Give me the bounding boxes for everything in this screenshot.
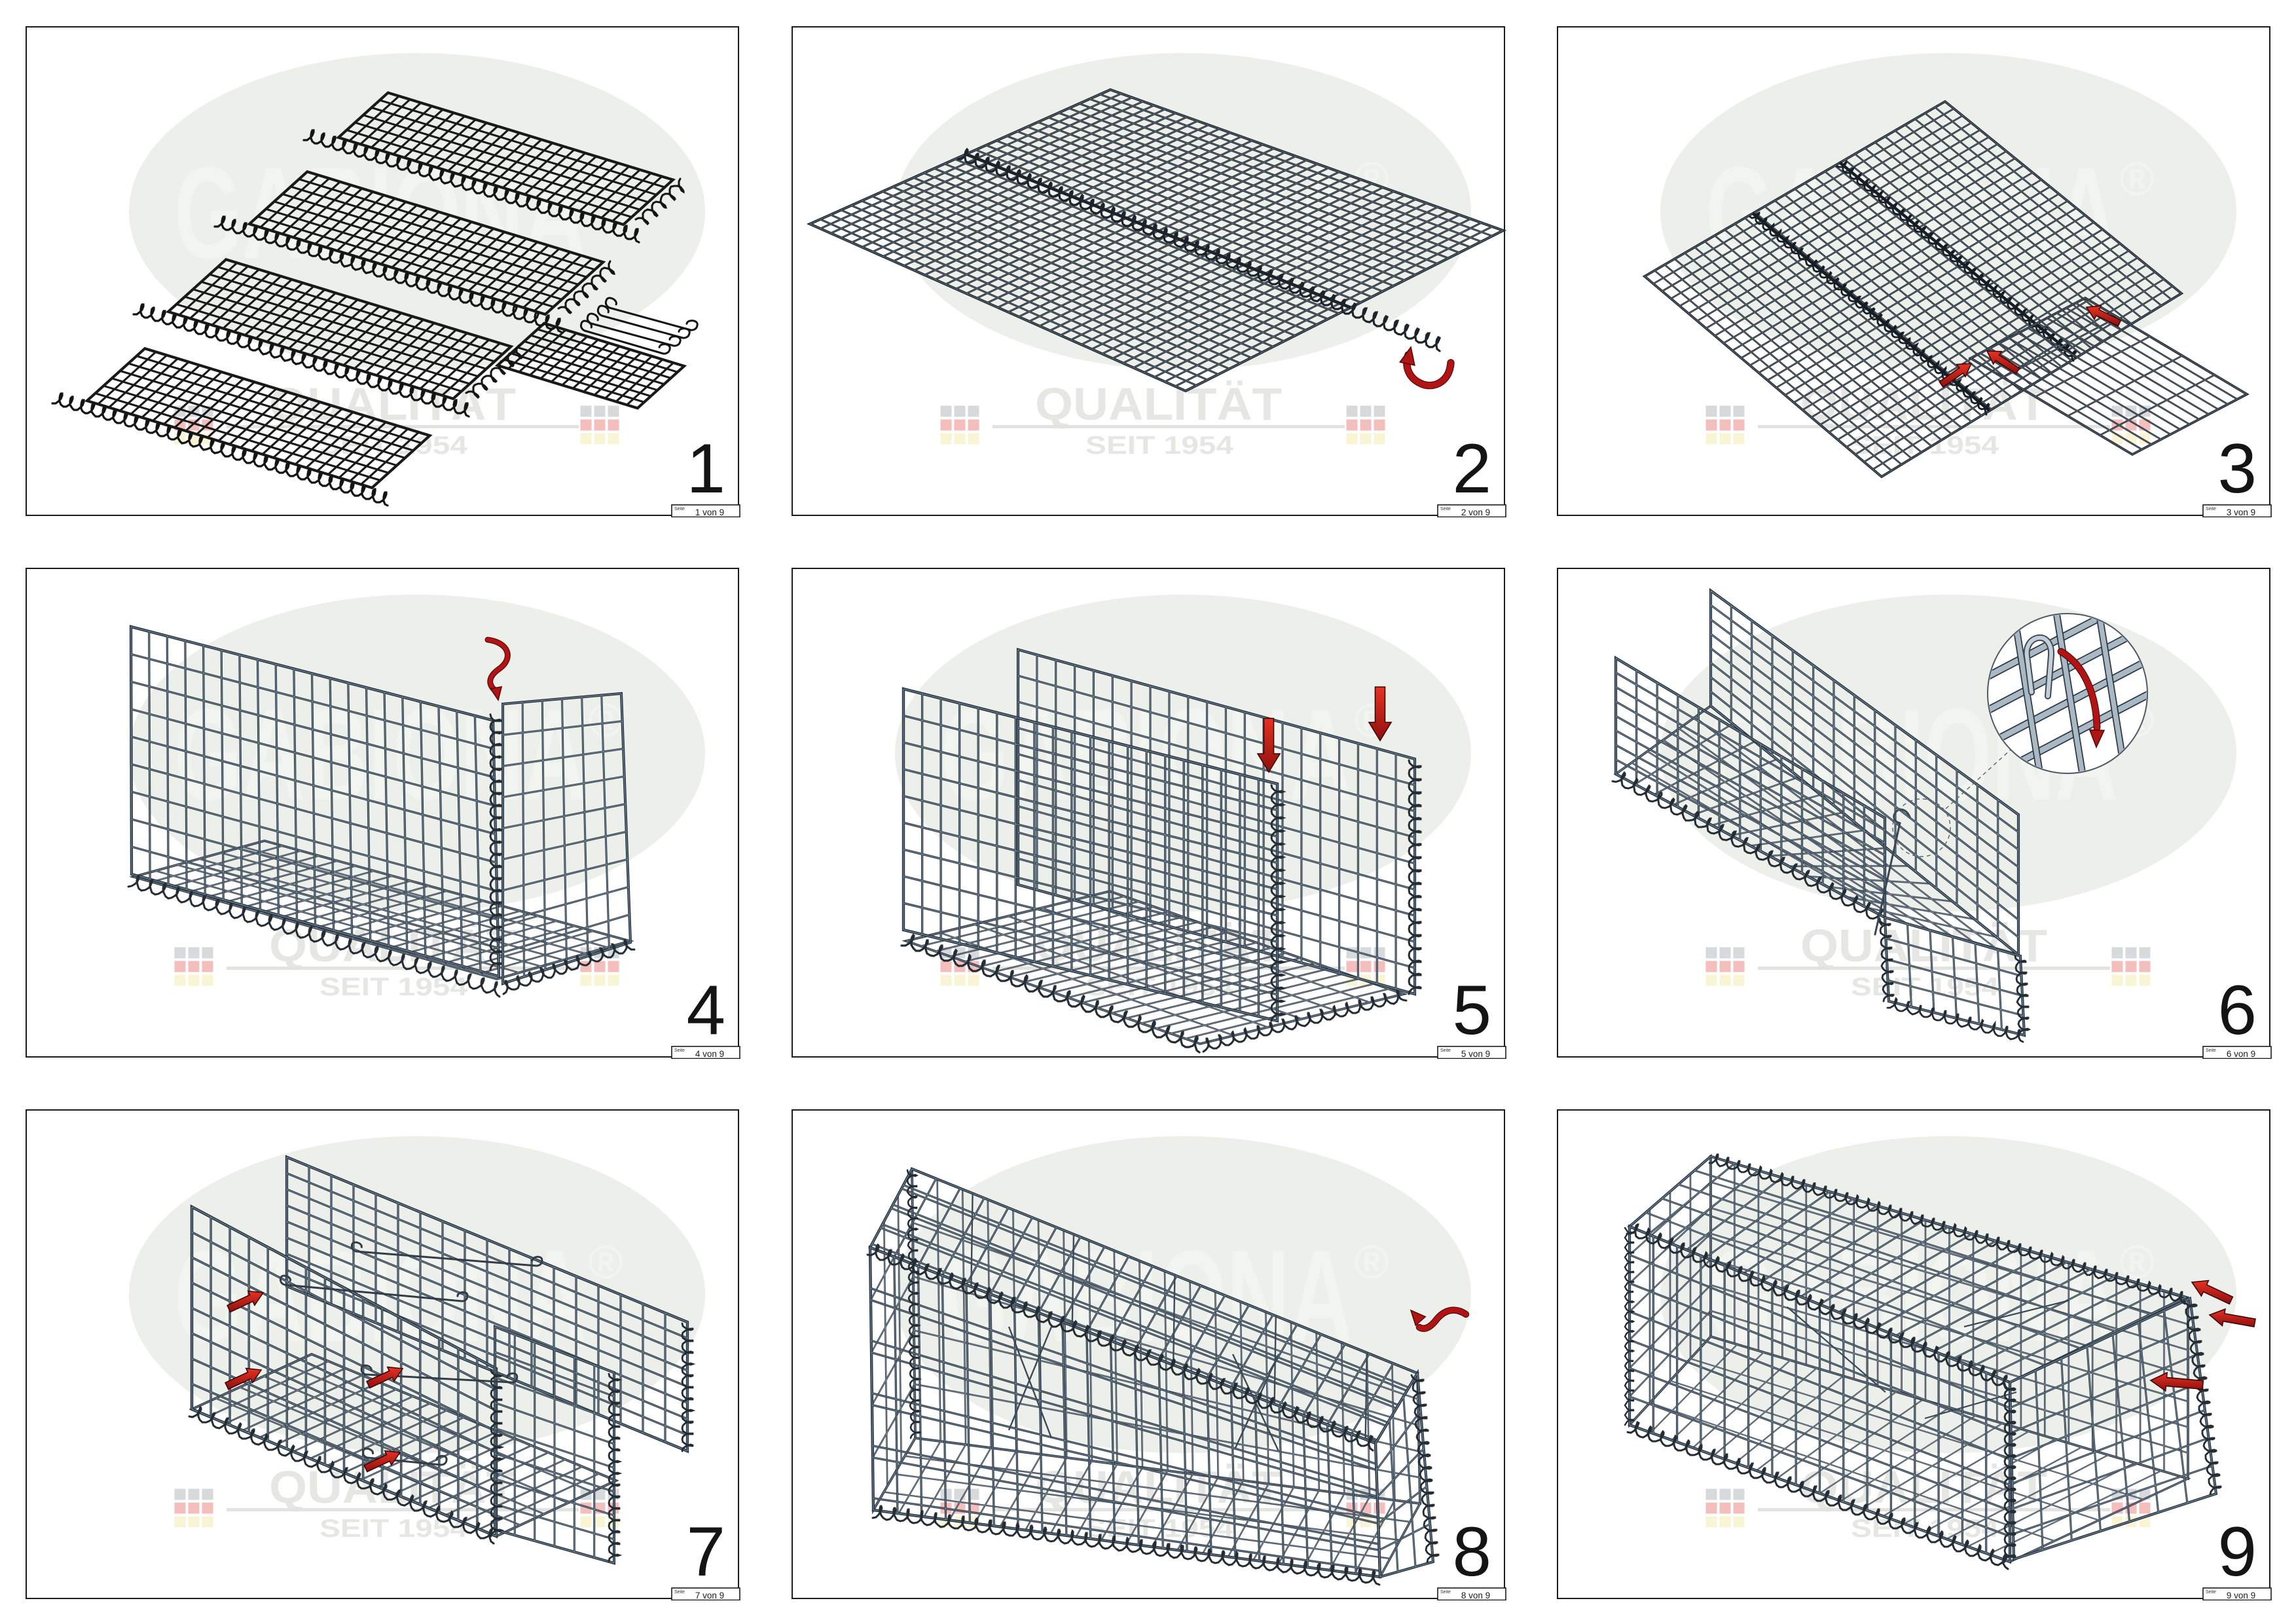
svg-text:Seite: Seite xyxy=(674,1590,685,1595)
svg-text:GABIONA: GABIONA xyxy=(174,1223,587,1369)
svg-text:8: 8 xyxy=(1452,1512,1491,1591)
svg-text:Seite: Seite xyxy=(1440,507,1451,511)
svg-text:4: 4 xyxy=(686,970,725,1049)
svg-text:3 von 9: 3 von 9 xyxy=(2227,507,2255,517)
svg-text:Seite: Seite xyxy=(2206,507,2216,511)
svg-text:3: 3 xyxy=(2217,429,2257,507)
svg-text:Seite: Seite xyxy=(1440,1590,1451,1595)
svg-text:6: 6 xyxy=(2217,970,2257,1049)
svg-text:Seite: Seite xyxy=(674,1048,685,1053)
svg-text:1: 1 xyxy=(686,429,725,507)
svg-text:6 von 9: 6 von 9 xyxy=(2227,1049,2255,1059)
svg-text:QUALITÄT: QUALITÄT xyxy=(269,378,516,430)
svg-text:5 von 9: 5 von 9 xyxy=(1461,1049,1490,1059)
svg-text:®: ® xyxy=(2119,153,2154,206)
svg-text:SEIT 1954: SEIT 1954 xyxy=(319,1515,467,1543)
svg-text:2: 2 xyxy=(1452,429,1491,507)
svg-text:9: 9 xyxy=(2217,1512,2257,1591)
svg-text:®: ® xyxy=(1354,1236,1389,1289)
svg-text:QUALITÄT: QUALITÄT xyxy=(1035,378,1282,430)
svg-text:Seite: Seite xyxy=(674,507,685,511)
svg-text:SEIT 1954: SEIT 1954 xyxy=(1085,432,1233,460)
svg-text:SEIT 1954: SEIT 1954 xyxy=(1851,973,1999,1001)
svg-text:SEIT 1954: SEIT 1954 xyxy=(319,973,467,1001)
svg-text:Seite: Seite xyxy=(2206,1590,2216,1595)
svg-text:8 von 9: 8 von 9 xyxy=(1461,1591,1490,1600)
svg-text:7 von 9: 7 von 9 xyxy=(695,1591,724,1600)
svg-text:4 von 9: 4 von 9 xyxy=(695,1049,724,1059)
svg-text:Seite: Seite xyxy=(2206,1048,2216,1053)
svg-text:2 von 9: 2 von 9 xyxy=(1461,507,1490,517)
svg-text:5: 5 xyxy=(1452,970,1491,1049)
svg-text:1 von 9: 1 von 9 xyxy=(695,507,724,517)
svg-text:®: ® xyxy=(588,1236,623,1289)
svg-text:Seite: Seite xyxy=(1440,1048,1451,1053)
svg-text:GABIONA: GABIONA xyxy=(174,682,587,828)
svg-text:9 von 9: 9 von 9 xyxy=(2227,1591,2255,1600)
svg-text:SEIT 1954: SEIT 1954 xyxy=(1851,1515,1999,1543)
svg-text:7: 7 xyxy=(686,1512,725,1591)
